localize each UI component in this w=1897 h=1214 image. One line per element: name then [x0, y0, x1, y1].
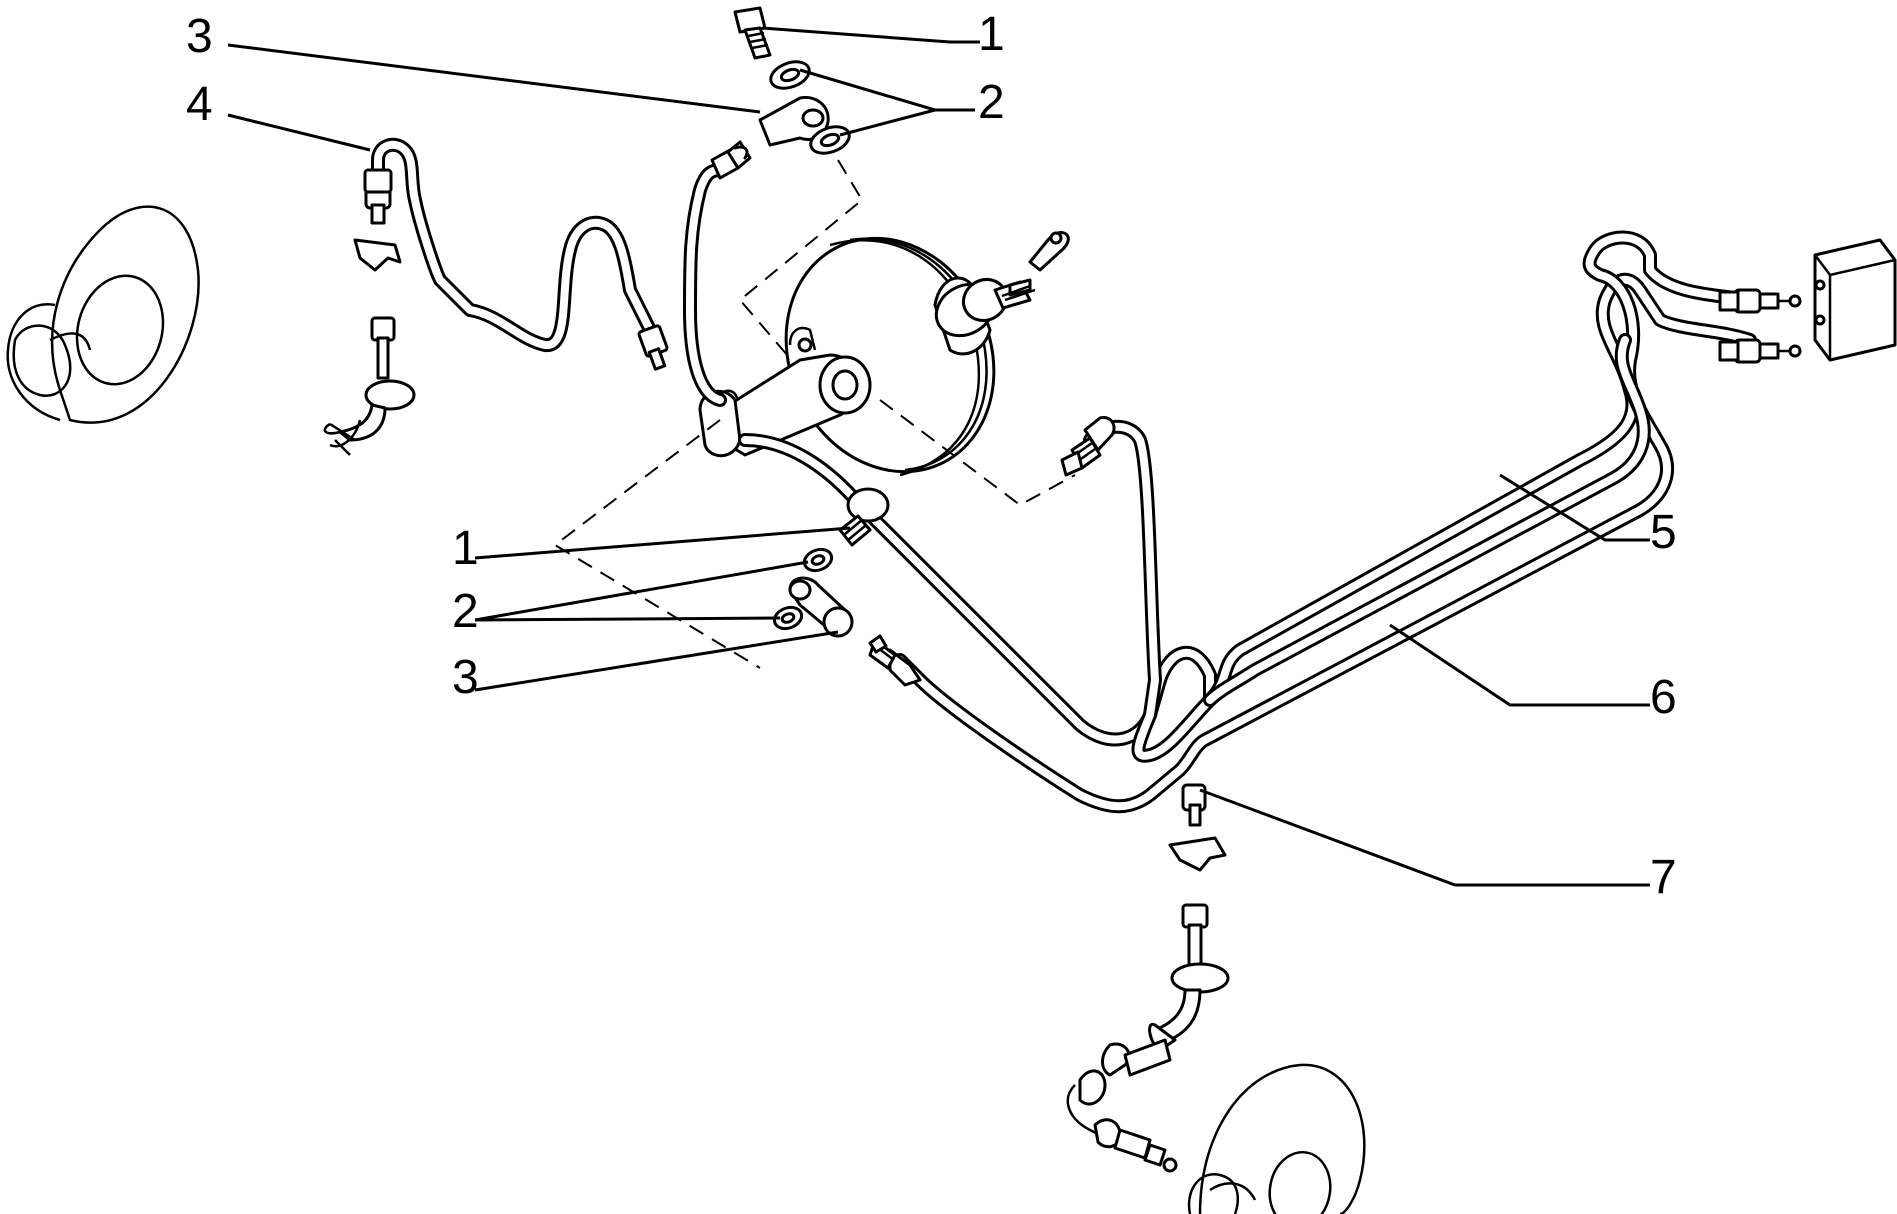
leader-lines	[227, 26, 1650, 887]
brake-pipe-4	[363, 137, 669, 371]
assembly-line-middle	[553, 419, 761, 669]
brake-pipe-to-left-front	[683, 140, 752, 407]
callout-1-mid: 1	[452, 522, 479, 575]
brake-pipe-5-inner	[1203, 333, 1651, 707]
callout-3-mid: 3	[452, 651, 479, 704]
callout-labels: 1 2 3 4 5 6 1 2 3 7	[186, 8, 1677, 904]
right-hose-assembly	[1066, 783, 1230, 1173]
callout-7: 7	[1650, 851, 1677, 904]
master-cylinder	[698, 326, 872, 458]
callout-3-top: 3	[186, 10, 213, 63]
brake-pipe-from-master-to-rear	[738, 433, 1217, 747]
pipe-fitting-middle-left	[868, 634, 922, 687]
pipe-fitting-booster-side	[1060, 415, 1116, 477]
callout-2-mid: 2	[452, 585, 479, 638]
right-brake-disc	[1187, 1063, 1366, 1214]
callout-2-top: 2	[978, 76, 1005, 129]
callout-5: 5	[1650, 506, 1677, 559]
callout-6: 6	[1650, 671, 1677, 724]
left-hose-assembly	[323, 178, 416, 456]
right-pipe-fittings	[1718, 288, 1802, 364]
callout-4: 4	[186, 78, 213, 131]
left-brake-disc	[6, 205, 200, 424]
callout-1-top: 1	[978, 8, 1005, 61]
brake-pipe-6	[893, 230, 1757, 814]
top-banjo-fitting	[733, 6, 851, 155]
assembly-line-booster	[879, 399, 1076, 507]
middle-banjo-fitting	[772, 487, 890, 638]
brake-pressure-block	[1813, 238, 1897, 362]
